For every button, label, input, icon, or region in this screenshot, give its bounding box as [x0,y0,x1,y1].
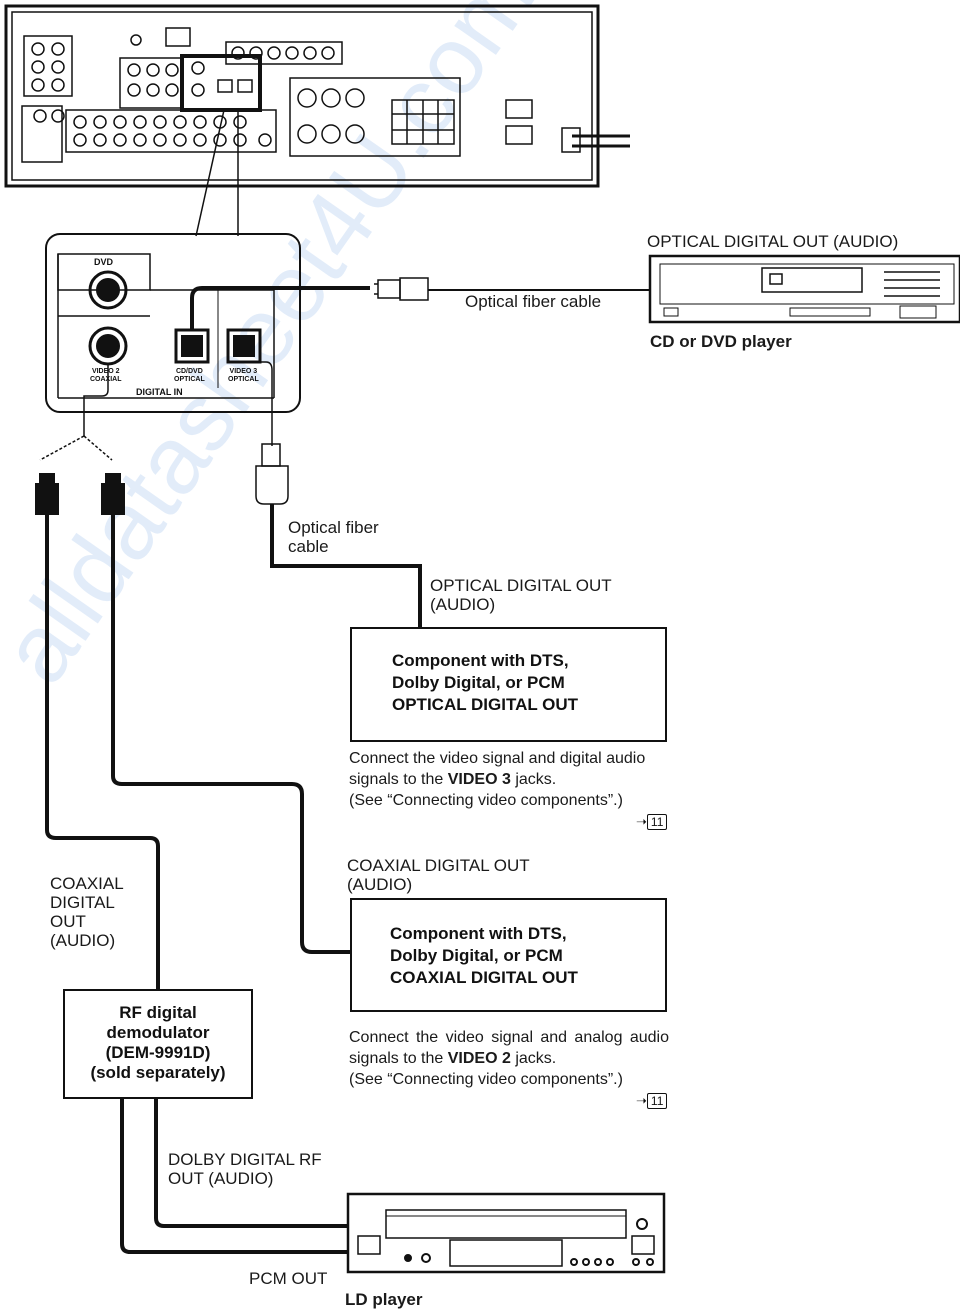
label-optical-cable-top: Optical fiber cable [465,292,602,311]
label-optical-out-top: OPTICAL DIGITAL OUT (AUDIO) [647,232,899,251]
panel-label-video3-optical: VIDEO 3 OPTICAL [228,368,259,383]
label-optical-out-mid: OPTICAL DIGITAL OUT (AUDIO) [430,576,612,614]
label-cd-dvd-player: CD or DVD player [650,332,792,351]
label-optical-cable-mid: Optical fiber cable [288,518,379,556]
label-pcm-out: PCM OUT [249,1269,328,1288]
optical-component-box [350,627,667,742]
receiver-rear-panel [4,4,600,188]
ld-player [346,1192,666,1274]
rf-demodulator-text: RF digital demodulator (DEM-9991D) (sold… [90,1003,226,1082]
note-video2-see: (See “Connecting video components”.) [349,1071,623,1088]
digital-in-panel [45,233,301,413]
page-ref-video3: ➝11 [636,814,668,830]
panel-label-digital-in: DIGITAL IN [136,387,183,397]
note-video2: Connect the video signal and analog audi… [349,1027,669,1090]
label-coaxial-out-mid: COAXIAL DIGITAL OUT (AUDIO) [347,856,530,894]
note-video3-pre: Connect the video signal and digital aud… [349,750,646,788]
note-video2-post: jacks. [510,1050,557,1067]
digital-in-highlight [180,54,262,112]
book-icon: 11 [646,814,668,830]
coaxial-component-text: Component with DTS, Dolby Digital, or PC… [390,924,578,987]
note-video2-pre: Connect the video signal and analog audi… [349,1029,669,1067]
optical-component-text: Component with DTS, Dolby Digital, or PC… [392,651,579,714]
note-video3-post: jacks. [510,771,557,788]
note-video3-bold: VIDEO 3 [447,771,511,788]
panel-label-video2-coaxial: VIDEO 2 COAXIAL [90,368,122,383]
panel-label-cd-dvd-optical: CD/DVD OPTICAL [174,368,205,383]
note-video3-see: (See “Connecting video components”.) [349,792,623,809]
label-dolby-rf-out: DOLBY DIGITAL RF OUT (AUDIO) [168,1150,322,1188]
cd-dvd-player [648,254,960,324]
note-video2-bold: VIDEO 2 [447,1050,511,1067]
label-ld-player: LD player [345,1290,423,1309]
note-video3: Connect the video signal and digital aud… [349,748,669,811]
book-icon: 11 [646,1093,668,1109]
panel-label-dvd: DVD [94,257,114,267]
label-coaxial-out-left: COAXIAL DIGITAL OUT (AUDIO) [50,874,124,950]
coaxial-component-box [350,898,667,1012]
receiver-jack-block [21,27,630,163]
rf-demodulator-box [63,989,253,1099]
dvd-coax-jack [88,270,128,310]
page-ref-video2: ➝11 [636,1093,668,1109]
